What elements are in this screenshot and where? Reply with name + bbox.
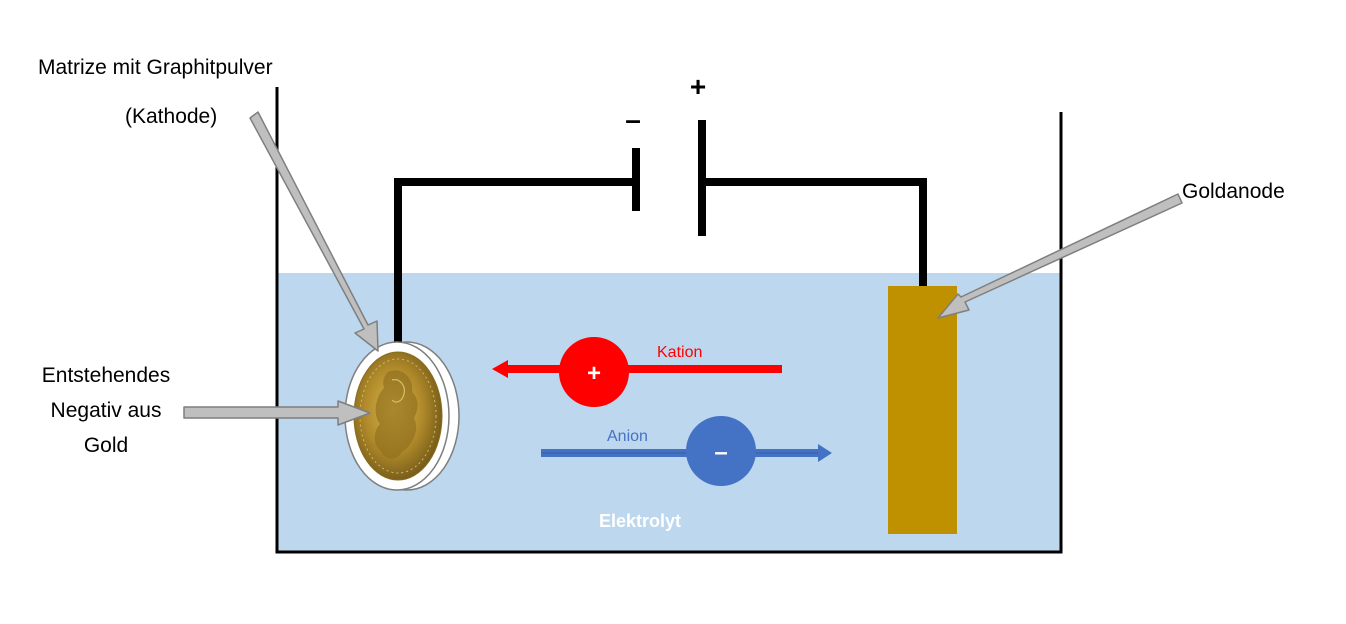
goldanode-label: Goldanode xyxy=(1182,180,1285,203)
battery-plus-sign: + xyxy=(690,71,706,102)
negativ-label-line2: Negativ aus xyxy=(51,399,162,422)
kathode-label: (Kathode) xyxy=(125,105,217,128)
negativ-label-line3: Gold xyxy=(84,434,128,457)
container xyxy=(275,87,1063,554)
anion-ion xyxy=(686,416,756,486)
kation-sign: + xyxy=(587,360,601,387)
kation-arrow: + Kation xyxy=(492,337,782,407)
battery-minus-sign: – xyxy=(625,104,641,135)
negativ-label-line1: Entstehendes xyxy=(42,364,170,387)
negativ-pointer-arrow xyxy=(183,400,371,426)
matrize-pointer-arrow xyxy=(249,111,379,352)
kation-ion xyxy=(559,337,629,407)
kation-label: Kation xyxy=(657,344,702,361)
cathode-matrix xyxy=(344,341,460,491)
anion-label: Anion xyxy=(607,428,648,445)
matrize-label: Matrize mit Graphitpulver xyxy=(38,56,273,79)
goldanode-pointer-arrow xyxy=(937,193,1183,319)
gold-anode xyxy=(888,286,957,534)
anode-wire xyxy=(702,178,927,287)
anion-arrow: – Anion xyxy=(541,416,832,486)
anion-sign: – xyxy=(714,439,727,466)
elektrolyt-label: Elektrolyt xyxy=(599,511,681,531)
cathode-wire xyxy=(394,178,636,345)
